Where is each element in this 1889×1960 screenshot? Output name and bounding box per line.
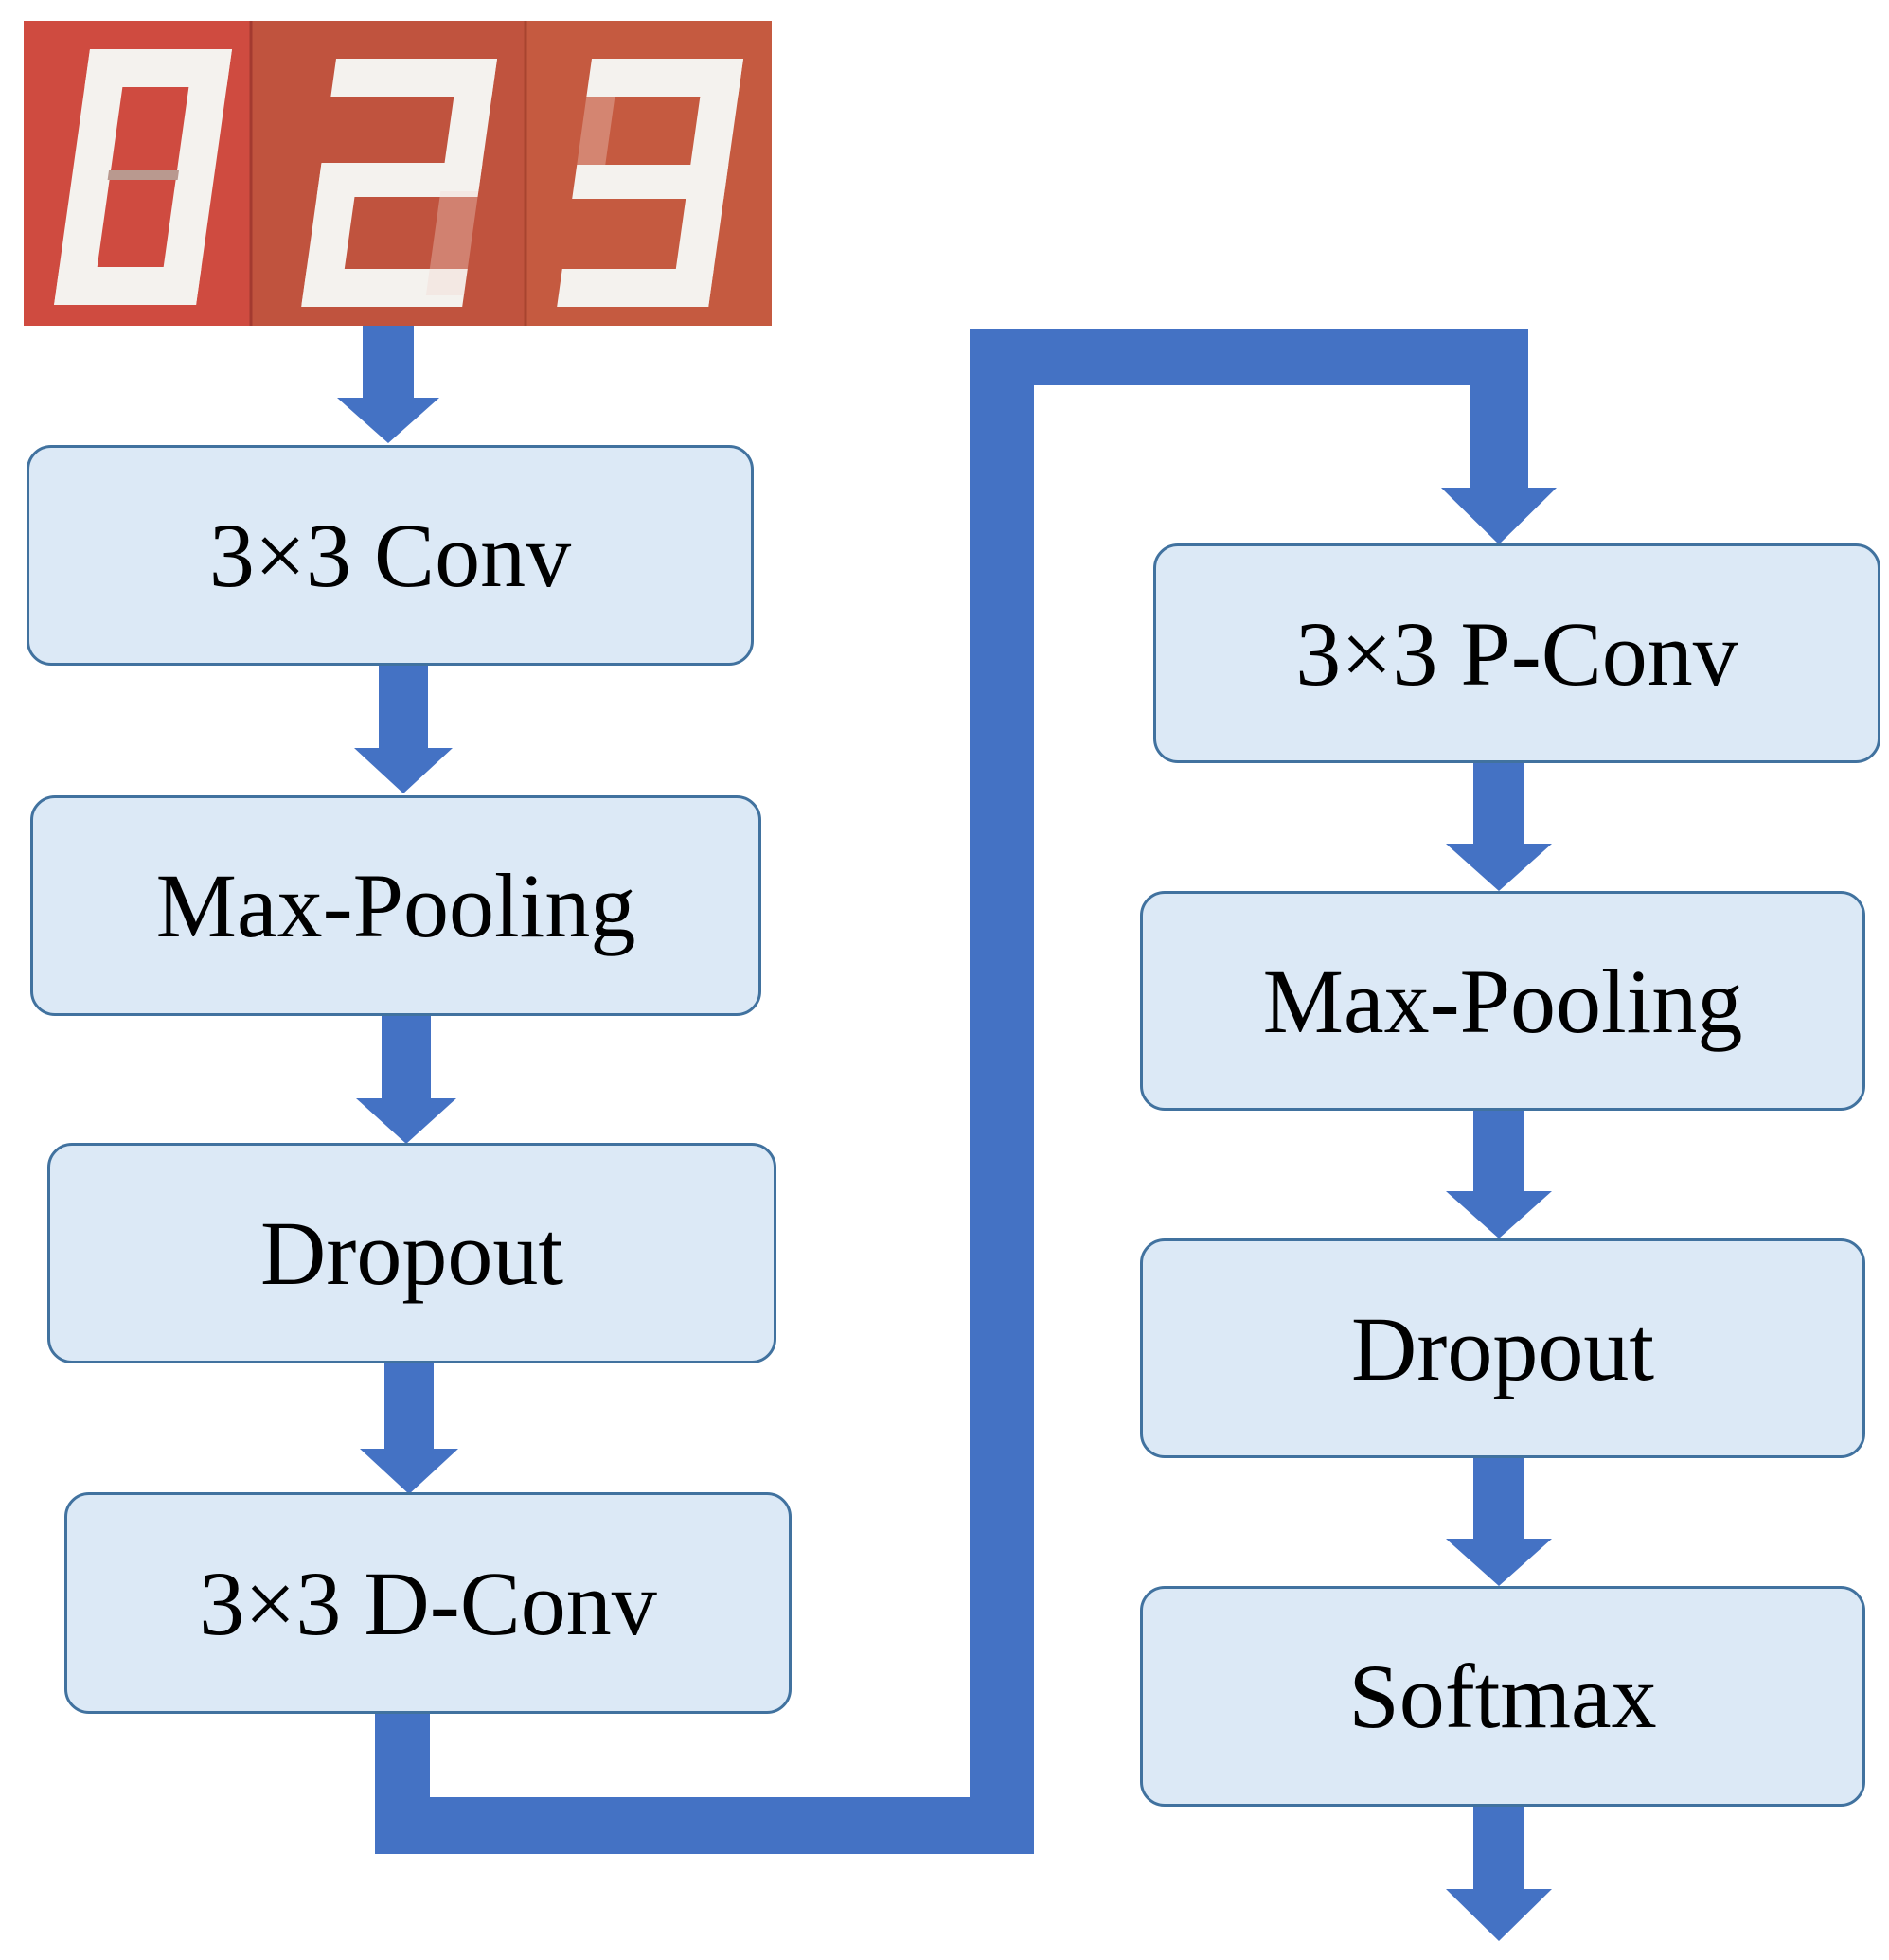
arrow-dropout-to-softmax (1446, 1458, 1552, 1586)
arrow-maxpool-to-dropout (356, 1016, 456, 1144)
max-pooling-box: Max-Pooling (30, 795, 761, 1016)
max-pooling-label-right: Max-Pooling (1262, 950, 1743, 1052)
softmax-box: Softmax (1140, 1586, 1865, 1807)
digit-2-glyph (301, 59, 497, 307)
max-pooling-box-right: Max-Pooling (1140, 891, 1865, 1111)
d-conv-box: 3×3 D-Conv (64, 1492, 792, 1714)
arrow-pconv-to-maxpool (1446, 763, 1552, 891)
digit-0-glyph (54, 49, 232, 305)
dropout-box: Dropout (47, 1143, 776, 1363)
conv-label: 3×3 Conv (208, 505, 572, 606)
d-conv-label: 3×3 D-Conv (199, 1552, 657, 1654)
arrow-softmax-output (1446, 1807, 1552, 1941)
p-conv-label: 3×3 P-Conv (1295, 602, 1738, 704)
dropout-box-right: Dropout (1140, 1238, 1865, 1458)
seven-segment-digits-image (24, 21, 772, 326)
digit-3-glyph (557, 59, 743, 307)
dropout-label-right: Dropout (1351, 1297, 1654, 1399)
conv-box: 3×3 Conv (27, 445, 754, 666)
arrow-maxpool-to-dropout-right (1446, 1111, 1552, 1238)
arrow-image-to-conv (337, 326, 439, 443)
p-conv-box: 3×3 P-Conv (1153, 543, 1880, 763)
max-pooling-label: Max-Pooling (155, 855, 636, 956)
softmax-label: Softmax (1348, 1646, 1657, 1747)
arrow-conv-to-maxpool (354, 666, 453, 793)
arrow-dropout-to-dconv (360, 1363, 458, 1494)
dropout-label: Dropout (260, 1203, 563, 1304)
